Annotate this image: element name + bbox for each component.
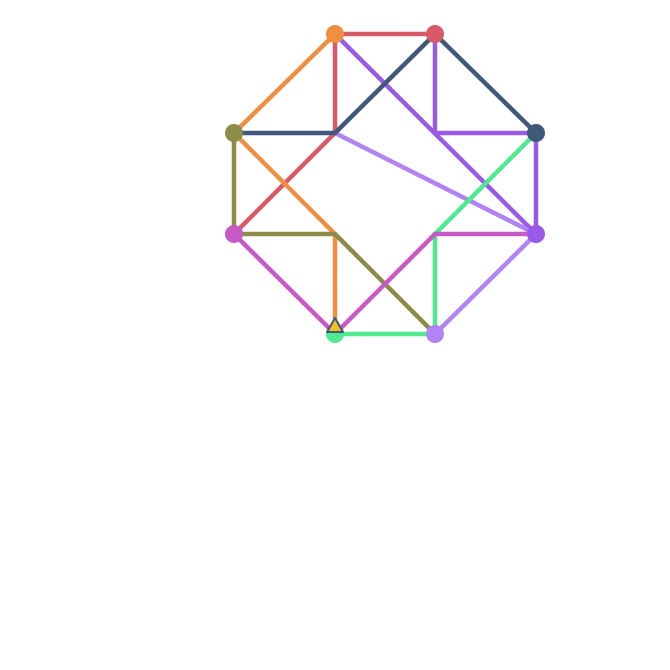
node-navy[interactable]	[527, 124, 545, 142]
path-orange	[230, 32, 338, 334]
path-purple	[333, 32, 539, 240]
node-red[interactable]	[426, 25, 444, 43]
node-magenta[interactable]	[225, 225, 243, 243]
node-orange[interactable]	[326, 25, 344, 43]
path-navy	[234, 30, 538, 136]
path-green	[335, 131, 538, 337]
node-lavender[interactable]	[426, 325, 444, 343]
node-purple[interactable]	[527, 225, 545, 243]
node-olive[interactable]	[225, 124, 243, 142]
triangle-cursor-icon	[326, 317, 344, 333]
path-magenta	[232, 231, 536, 338]
